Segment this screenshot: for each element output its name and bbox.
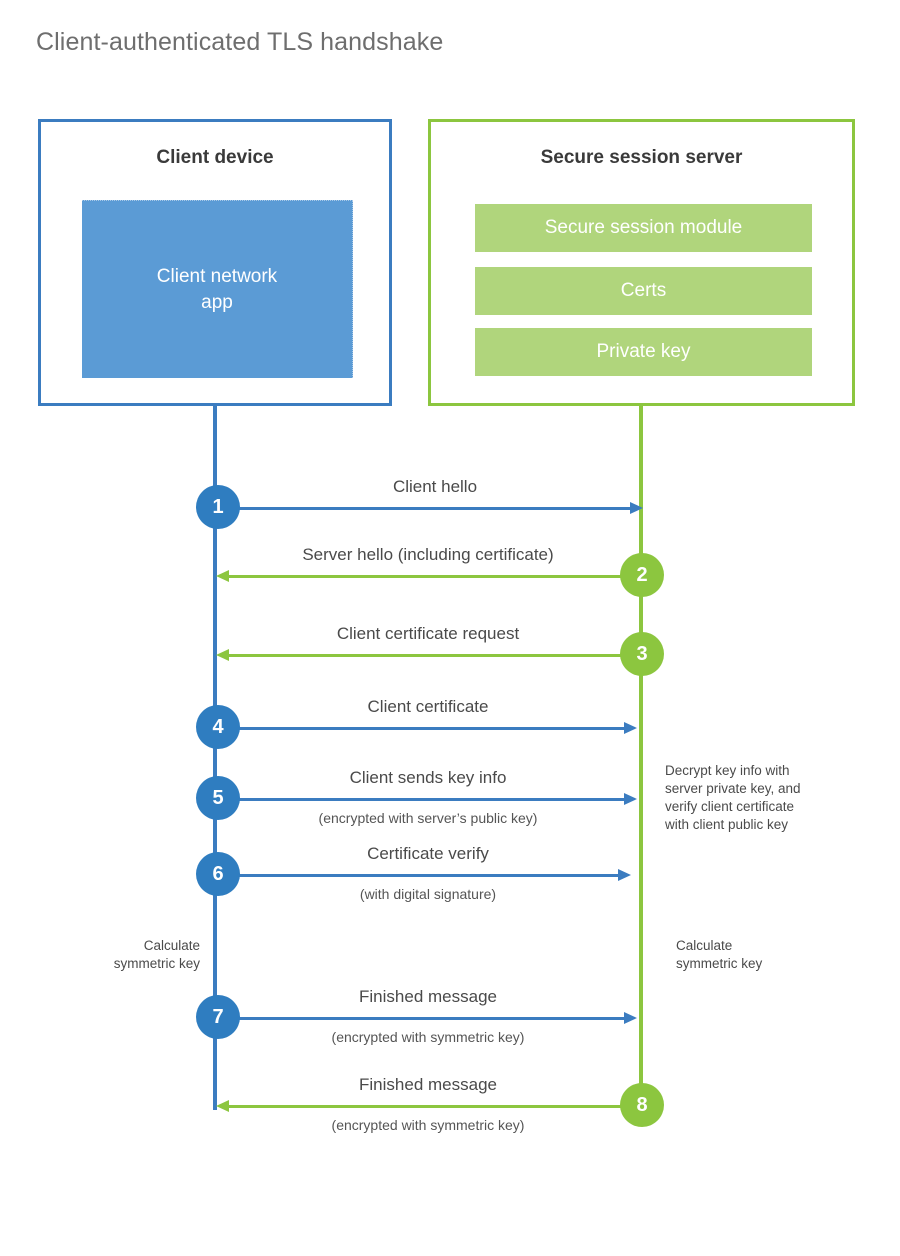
annotation-calculate-symmetric-key-client: Calculate symmetric key	[113, 938, 200, 971]
message-arrow-shaft-4	[217, 727, 627, 730]
message-sublabel-7: (encrypted with symmetric key)	[331, 1029, 525, 1045]
message-arrow-shaft-3	[229, 654, 623, 657]
server-lifeline	[639, 403, 643, 1106]
message-arrow-shaft-7	[217, 1017, 627, 1020]
arrow-head-right-icon	[624, 1012, 637, 1024]
page-title: Client-authenticated TLS handshake	[36, 28, 444, 56]
server-component-secure-session-module: Secure session module	[475, 204, 812, 252]
message-arrow-shaft-6	[217, 874, 621, 877]
secure-session-server-box: Secure session server Secure session mod…	[428, 119, 855, 406]
client-network-app-label: Client network app	[156, 265, 278, 313]
arrow-head-left-icon	[216, 649, 229, 661]
step-badge-2: 2	[620, 553, 664, 597]
annotation-decrypt-key-info: Decrypt key info with server private key…	[665, 763, 801, 832]
message-arrow-shaft-5	[217, 798, 627, 801]
secure-session-server-title: Secure session server	[540, 147, 743, 168]
step-badge-1: 1	[196, 485, 240, 529]
arrow-head-right-icon	[624, 793, 637, 805]
arrow-head-left-icon	[216, 1100, 229, 1112]
message-label-7: Finished message	[359, 987, 497, 1006]
step-badge-3: 3	[620, 632, 664, 676]
step-badge-6: 6	[196, 852, 240, 896]
step-badge-4: 4	[196, 705, 240, 749]
client-network-app-box: Client network app	[82, 200, 353, 378]
message-label-8: Finished message	[359, 1075, 497, 1094]
message-label-5: Client sends key info	[349, 768, 507, 787]
message-label-2: Server hello (including certificate)	[302, 545, 554, 564]
annotation-calculate-symmetric-key-server: Calculate symmetric key	[676, 938, 763, 971]
message-label-3: Client certificate request	[336, 624, 520, 643]
arrow-head-left-icon	[216, 570, 229, 582]
message-label-6: Certificate verify	[367, 844, 489, 863]
server-component-private-key: Private key	[475, 328, 812, 376]
message-sublabel-6: (with digital signature)	[359, 886, 497, 902]
step-badge-5: 5	[196, 776, 240, 820]
client-lifeline	[213, 403, 217, 1110]
message-sublabel-8: (encrypted with symmetric key)	[331, 1117, 525, 1133]
message-label-4: Client certificate	[367, 697, 489, 716]
message-arrow-shaft-1	[217, 507, 633, 510]
arrow-head-right-icon	[630, 502, 643, 514]
message-label-1: Client hello	[392, 477, 478, 496]
server-component-certs: Certs	[475, 267, 812, 315]
client-device-title: Client device	[156, 147, 274, 168]
message-arrow-shaft-2	[229, 575, 623, 578]
arrow-head-right-icon	[624, 722, 637, 734]
message-sublabel-5: (encrypted with server’s public key)	[318, 810, 538, 826]
message-arrow-shaft-8	[229, 1105, 623, 1108]
client-device-box: Client device Client network app	[38, 119, 392, 406]
step-badge-7: 7	[196, 995, 240, 1039]
arrow-head-right-icon	[618, 869, 631, 881]
step-badge-8: 8	[620, 1083, 664, 1127]
